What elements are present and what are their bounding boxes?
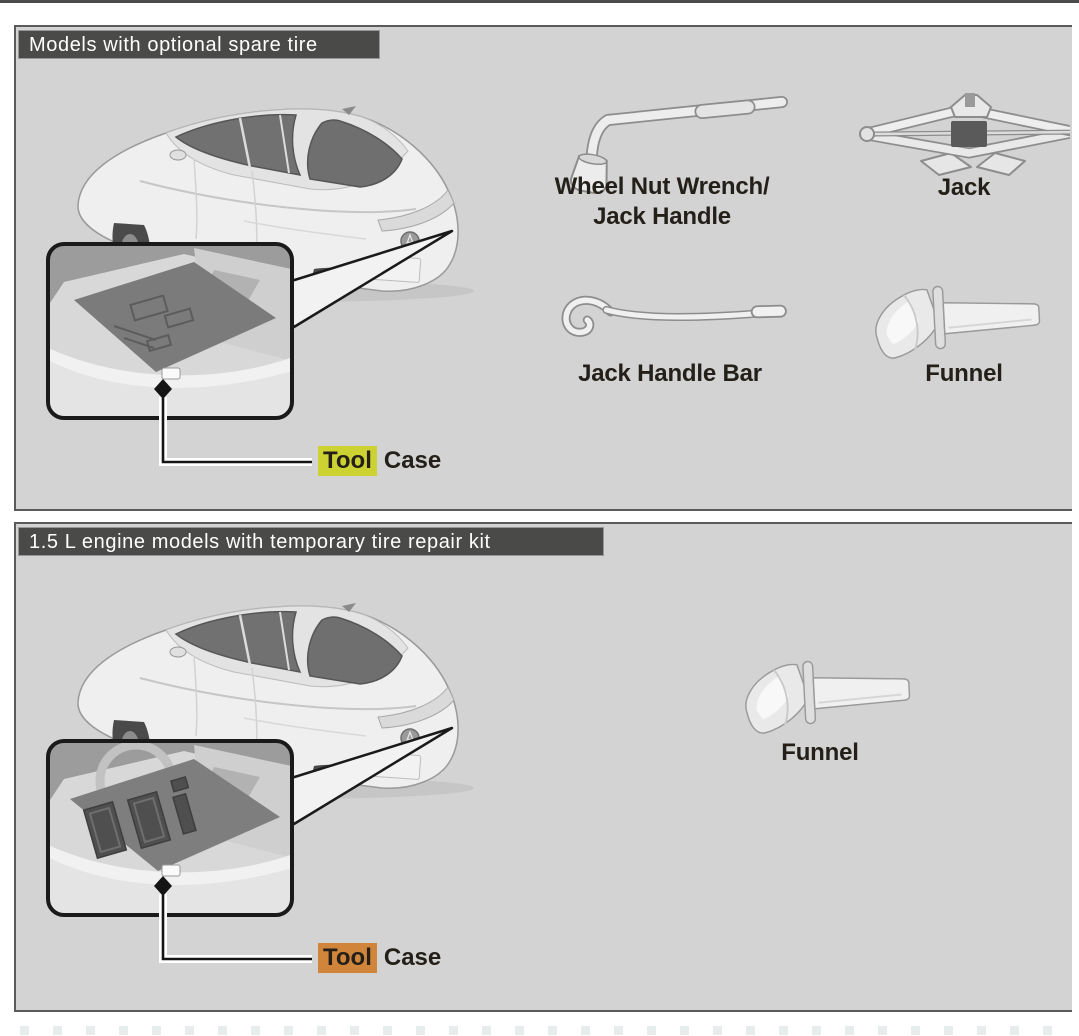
section-header-spare-tire: Models with optional spare tire [18, 30, 380, 59]
tool-case-callout-rest: Case [383, 944, 442, 971]
funnel-label: Funnel [781, 739, 859, 766]
repair-kit-illustration-canvas [16, 601, 913, 963]
diamond-marker [154, 379, 172, 399]
tool-case-leader-line [154, 876, 312, 963]
section-header-repair-kit: 1.5 L engine models with temporary tire … [18, 527, 604, 556]
trunk-tool-case-inset [44, 240, 296, 422]
tool-case-highlight: Tool [318, 446, 377, 476]
diamond-marker [154, 876, 172, 896]
jack-illustration [860, 93, 1070, 175]
tool-case-highlight: Tool [318, 943, 377, 973]
trunk-tool-case-inset [44, 737, 296, 919]
jack-handle-bar-label: Jack Handle Bar [578, 360, 762, 387]
page-bottom-dotted-rule [20, 1026, 1066, 1035]
jack-handle-bar-illustration [566, 300, 786, 332]
page-top-spacer [0, 3, 1079, 25]
section-tire-repair-kit-models: 1.5 L engine models with temporary tire … [14, 522, 1072, 1012]
tool-case-leader-line [154, 379, 312, 466]
funnel-illustration [872, 280, 1043, 360]
page-top-rule [0, 0, 1079, 3]
funnel-illustration [742, 655, 913, 735]
spare-tire-illustration-canvas [16, 27, 1070, 466]
funnel-label: Funnel [925, 360, 1003, 387]
wheel-nut-wrench-label: Wheel Nut Wrench/ Jack Handle [554, 173, 770, 230]
jack-label: Jack [937, 174, 991, 201]
tool-case-callout-rest: Case [383, 447, 442, 474]
section-spare-tire-models: Models with optional spare tire Wheel Nu… [14, 25, 1072, 511]
